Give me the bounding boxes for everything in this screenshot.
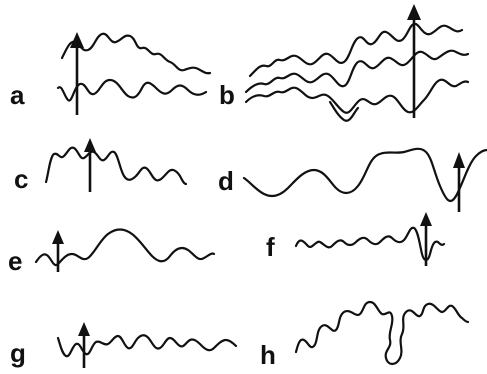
panel-e-trace: [36, 230, 214, 266]
panel-label-c: c: [14, 164, 28, 194]
panel-e: e: [8, 230, 214, 277]
panel-h-trace: [296, 302, 468, 364]
panel-g: g: [10, 322, 236, 368]
panel-f-arrow: [420, 212, 432, 266]
panel-label-g: g: [10, 338, 26, 368]
panel-b: b: [219, 4, 468, 121]
panel-b-trace-top: [250, 24, 462, 76]
panel-d: d: [218, 149, 487, 212]
panel-f-trace: [296, 228, 444, 260]
panel-a-arrow: [70, 32, 84, 115]
panel-a: a: [10, 32, 210, 115]
panel-e-arrow: [52, 230, 64, 272]
panel-d-trace: [244, 149, 487, 201]
panel-a-trace-lower: [58, 80, 206, 101]
panel-label-f: f: [266, 232, 275, 262]
panel-c-trace: [46, 148, 186, 184]
panel-c-arrow: [84, 138, 96, 192]
panel-h: h: [260, 302, 468, 370]
panel-c: c: [14, 138, 186, 194]
panel-f: f: [266, 212, 444, 266]
panel-label-b: b: [219, 80, 235, 110]
panel-label-h: h: [260, 340, 276, 370]
panel-a-trace-upper: [62, 34, 210, 73]
panel-label-e: e: [8, 246, 22, 276]
panel-label-d: d: [218, 166, 234, 196]
panel-label-a: a: [10, 80, 25, 110]
